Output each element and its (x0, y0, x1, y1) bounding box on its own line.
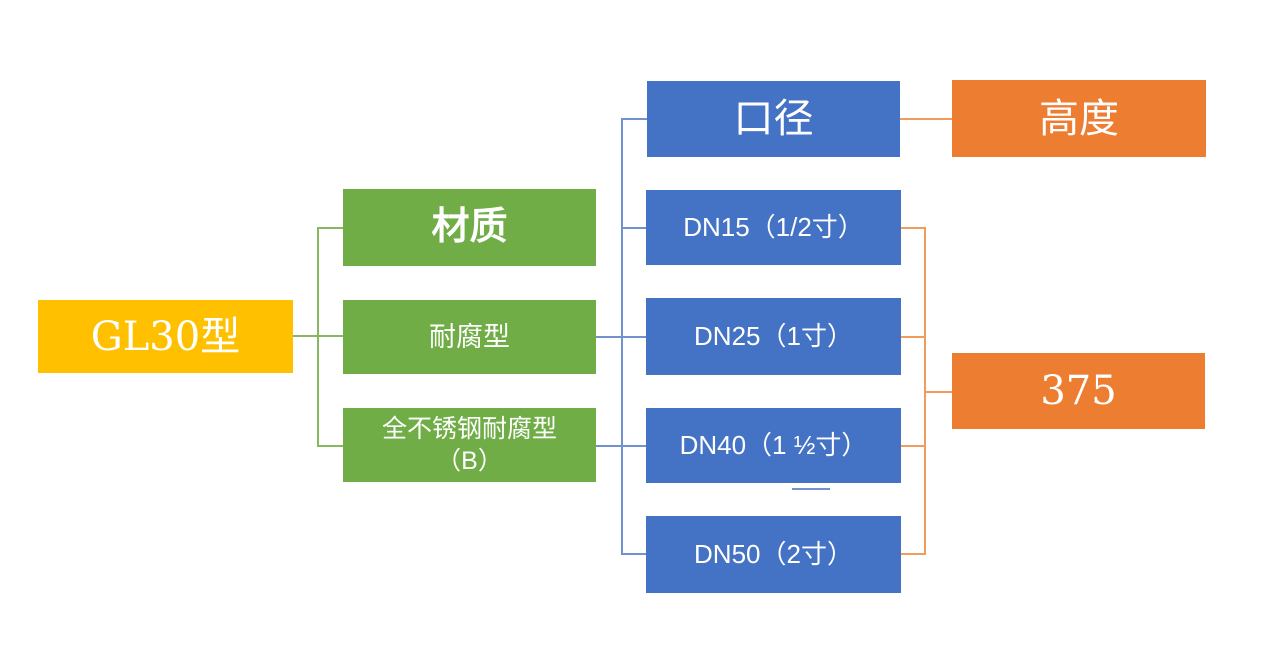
root-node-gl30: GL30型 (38, 300, 293, 373)
material-stainless-label-line2: （B） (436, 447, 503, 475)
material-stainless-node: 全不锈钢耐腐型 （B） (343, 408, 596, 482)
connector-to-material-stainless (318, 445, 343, 447)
connector-to-material-header (318, 227, 343, 229)
diameter-dn15-node: DN15（1/2寸） (646, 190, 901, 265)
material-corrosion-resistant-node: 耐腐型 (343, 300, 596, 374)
root-node-label: GL30型 (90, 313, 241, 360)
connector-height-vertical (924, 227, 926, 555)
diameter-dn25-label: DN25（1寸） (694, 320, 853, 351)
material-stainless-label-line1: 全不锈钢耐腐型 (381, 414, 557, 443)
connector-to-dn15 (621, 227, 646, 229)
stray-underline-dn40 (792, 488, 830, 490)
connector-to-dn50 (621, 553, 646, 555)
material-corrosion-resistant-label: 耐腐型 (429, 321, 510, 352)
diameter-dn15-label: DN15（1/2寸） (683, 211, 864, 242)
diameter-header-node: 口径 (647, 81, 900, 157)
connector-diameter-vertical (621, 118, 623, 555)
material-header-node: 材质 (343, 189, 596, 266)
connector-to-height-value (926, 391, 952, 393)
height-value-label: 375 (1040, 368, 1117, 414)
connector-material-vertical (317, 227, 319, 447)
diameter-dn40-label: DN40（1 ½寸） (679, 429, 868, 460)
height-value-node: 375 (952, 353, 1205, 429)
connector-diameter-to-height (900, 118, 952, 120)
connector-to-diameter-header (621, 118, 647, 120)
height-header-node: 高度 (952, 80, 1206, 157)
connector-dn50-to-height (901, 553, 924, 555)
diameter-dn25-node: DN25（1寸） (646, 298, 901, 375)
connector-dn25-to-height (901, 336, 924, 338)
diameter-dn50-label: DN50（2寸） (694, 538, 853, 569)
material-header-label: 材质 (431, 205, 508, 248)
diameter-dn50-node: DN50（2寸） (646, 516, 901, 593)
height-header-label: 高度 (1039, 95, 1119, 142)
connector-dn40-to-height (901, 445, 924, 447)
connector-dn15-to-height (901, 227, 924, 229)
diameter-header-label: 口径 (733, 96, 814, 142)
diameter-dn40-node: DN40（1 ½寸） (646, 408, 901, 483)
